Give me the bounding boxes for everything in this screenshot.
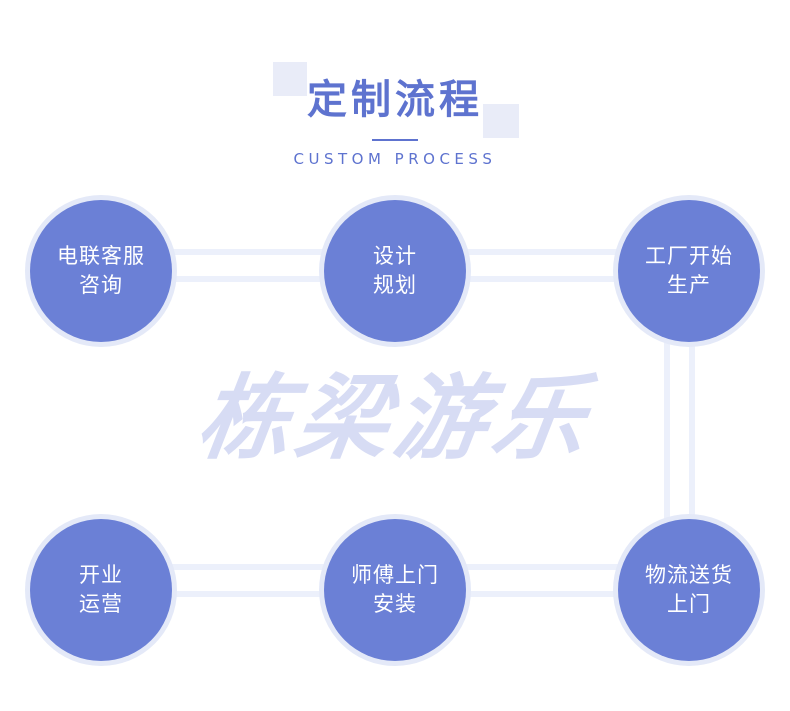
- brand-watermark: 栋梁游乐: [191, 365, 599, 472]
- step-label-line1: 物流送货: [645, 563, 733, 587]
- step-label-line2: 运营: [79, 592, 123, 616]
- step-label-line1: 工厂开始: [645, 244, 733, 268]
- step-operation: 开业 运营: [30, 519, 172, 661]
- step-label-line2: 咨询: [79, 273, 123, 297]
- step-label-line2: 安装: [373, 592, 417, 616]
- page-subtitle: CUSTOM PROCESS: [293, 150, 497, 168]
- decor-square-left: [273, 62, 307, 96]
- step-label-line1: 开业: [79, 563, 123, 587]
- decor-square-right: [483, 104, 519, 138]
- connector-right-left: [664, 290, 670, 570]
- step-label-line1: 师傅上门: [351, 563, 439, 587]
- step-label-line2: 规划: [373, 273, 417, 297]
- step-design: 设计 规划: [324, 200, 466, 342]
- step-label-line2: 上门: [667, 592, 711, 616]
- title-underline: [372, 139, 418, 141]
- step-label-line2: 生产: [667, 273, 711, 297]
- page-title: 定制流程: [307, 77, 483, 123]
- step-production: 工厂开始 生产: [618, 200, 760, 342]
- step-label-line1: 电联客服: [57, 244, 145, 268]
- step-installation: 师傅上门 安装: [324, 519, 466, 661]
- step-delivery: 物流送货 上门: [618, 519, 760, 661]
- step-consult: 电联客服 咨询: [30, 200, 172, 342]
- connector-right-right: [689, 290, 695, 570]
- step-label-line1: 设计: [373, 244, 417, 268]
